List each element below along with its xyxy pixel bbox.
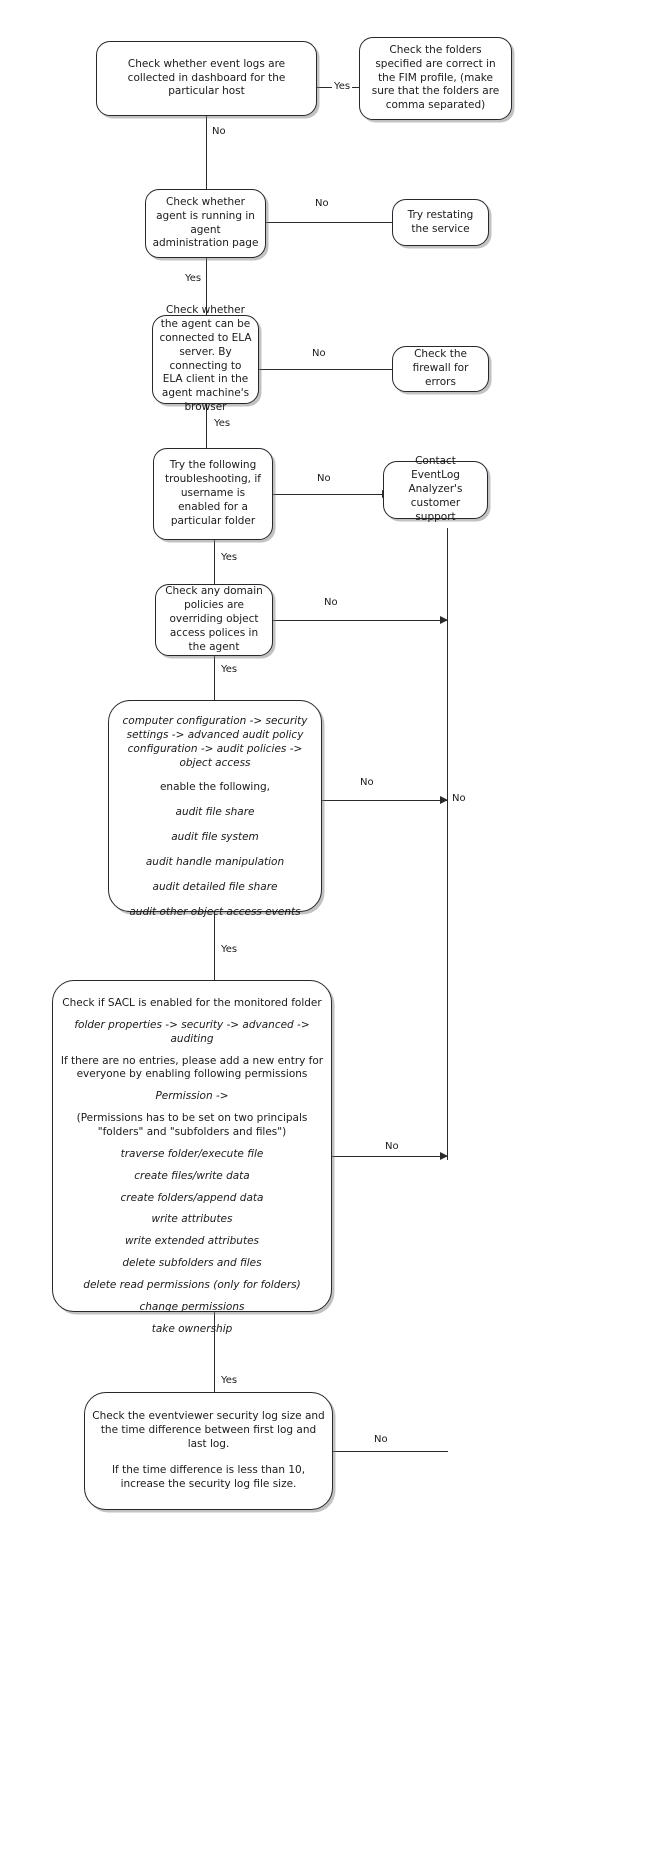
sacl-heading: Check if SACL is enabled for the monitor… [62,997,322,1009]
node-audit-policy[interactable]: computer configuration -> security setti… [108,700,322,918]
audit-policy-item-2: audit handle manipulation [145,856,285,869]
edge-label-no-2: No [313,198,331,209]
sacl-item-6: delete read permissions (only for folder… [83,1279,301,1292]
arrowhead-audit-spine [440,796,448,804]
node-eventviewer[interactable]: Check the eventviewer security log size … [84,1392,333,1510]
audit-policy-item-4: audit other object access events [129,905,301,918]
node-check-folders-fim[interactable]: Check the folders specified are correct … [359,37,512,120]
eventviewer-line1: Check the eventviewer security log size … [92,1409,325,1450]
edge-troubleshooting-to-support [273,494,383,496]
sacl-item-0: traverse folder/execute file [120,1147,264,1160]
edge-label-yes-1: Yes [332,81,353,92]
sacl-item-7: change permissions [139,1300,245,1313]
sacl-permission-label: Permission -> [155,1090,229,1103]
node-check-event-logs-label: Check whether event logs are collected i… [127,57,286,98]
edge-domain-to-spine [273,620,448,622]
node-check-firewall-label: Check the firewall for errors [412,348,469,388]
edge-label-no-5: No [322,597,340,608]
sacl-path: folder properties -> security -> advance… [74,1018,310,1045]
sacl-item-4: write extended attributes [124,1235,260,1248]
node-sacl[interactable]: Check if SACL is enabled for the monitor… [52,980,332,1335]
eventviewer-line2: If the time difference is less than 10, … [111,1464,306,1491]
edge-audit-to-spine [322,800,448,802]
node-check-agent-ela[interactable]: Check whether the agent can be connected… [152,304,259,413]
node-try-troubleshooting[interactable]: Try the following troubleshooting, if us… [153,448,273,540]
edge-label-yes-7: Yes [219,1375,240,1386]
edge-label-no-3: No [310,348,328,359]
sacl-item-8: take ownership [151,1322,233,1335]
edge-right-spine [447,528,449,1160]
sacl-item-5: delete subfolders and files [122,1257,262,1270]
audit-policy-path: computer configuration -> security setti… [122,715,308,769]
node-contact-support-label: Contact EventLog Analyzer's customer sup… [408,455,463,523]
edge-agent-to-restart [266,222,392,224]
sacl-item-1: create files/write data [134,1169,250,1182]
arrowhead-domain-spine [440,616,448,624]
sacl-item-3: write attributes [151,1213,233,1226]
node-try-troubleshooting-label: Try the following troubleshooting, if us… [165,459,261,527]
edge-label-no-4: No [315,473,333,484]
edge-label-yes-4: Yes [219,552,240,563]
edge-label-no-7: No [383,1141,401,1152]
edge-label-yes-2: Yes [183,273,204,284]
node-try-restarting-service[interactable]: Try restating the service [392,199,489,246]
edge-label-yes-3: Yes [212,418,233,429]
sacl-principals: (Permissions has to be set on two princi… [76,1112,308,1139]
sacl-note: If there are no entries, please add a ne… [60,1054,324,1081]
edge-label-no-6: No [358,777,376,788]
edge-event-logs-to-agent [206,116,208,189]
node-check-firewall[interactable]: Check the firewall for errors [392,346,489,392]
audit-policy-item-3: audit detailed file share [152,880,278,893]
edge-label-yes-5: Yes [219,664,240,675]
sacl-item-2: create folders/append data [120,1191,264,1204]
edge-label-no-8: No [372,1434,390,1445]
edge-sacl-to-spine [332,1156,448,1158]
edge-label-yes-6: Yes [219,944,240,955]
edge-ela-to-troubleshooting [206,404,208,448]
node-contact-support[interactable]: Contact EventLog Analyzer's customer sup… [383,455,488,523]
edge-domain-to-audit [214,656,216,700]
audit-policy-item-0: audit file share [175,806,255,819]
edge-audit-to-sacl [214,912,216,980]
node-check-folders-fim-label: Check the folders specified are correct … [371,43,500,112]
arrowhead-sacl-spine [440,1152,448,1160]
node-check-event-logs[interactable]: Check whether event logs are collected i… [96,41,317,116]
node-try-restarting-service-label: Try restating the service [407,208,474,235]
edge-eventviewer-right [333,1451,448,1453]
node-check-domain-policies-label: Check any domain policies are overriding… [165,585,263,653]
node-check-domain-policies[interactable]: Check any domain policies are overriding… [155,584,273,656]
audit-policy-item-1: audit file system [171,831,259,844]
node-check-agent-running-label: Check whether agent is running in agent … [152,195,259,250]
edge-agent-to-ela [206,258,208,315]
edge-label-no-6-right: No [450,793,468,804]
edge-sacl-to-eventviewer [214,1312,216,1392]
audit-policy-enable-heading: enable the following, [159,781,271,794]
edge-label-no-1: No [210,126,228,137]
node-check-agent-running[interactable]: Check whether agent is running in agent … [145,189,266,258]
edge-troubleshooting-to-domain [214,540,216,584]
edge-ela-to-firewall [259,369,392,371]
node-check-agent-ela-label: Check whether the agent can be connected… [159,304,252,414]
